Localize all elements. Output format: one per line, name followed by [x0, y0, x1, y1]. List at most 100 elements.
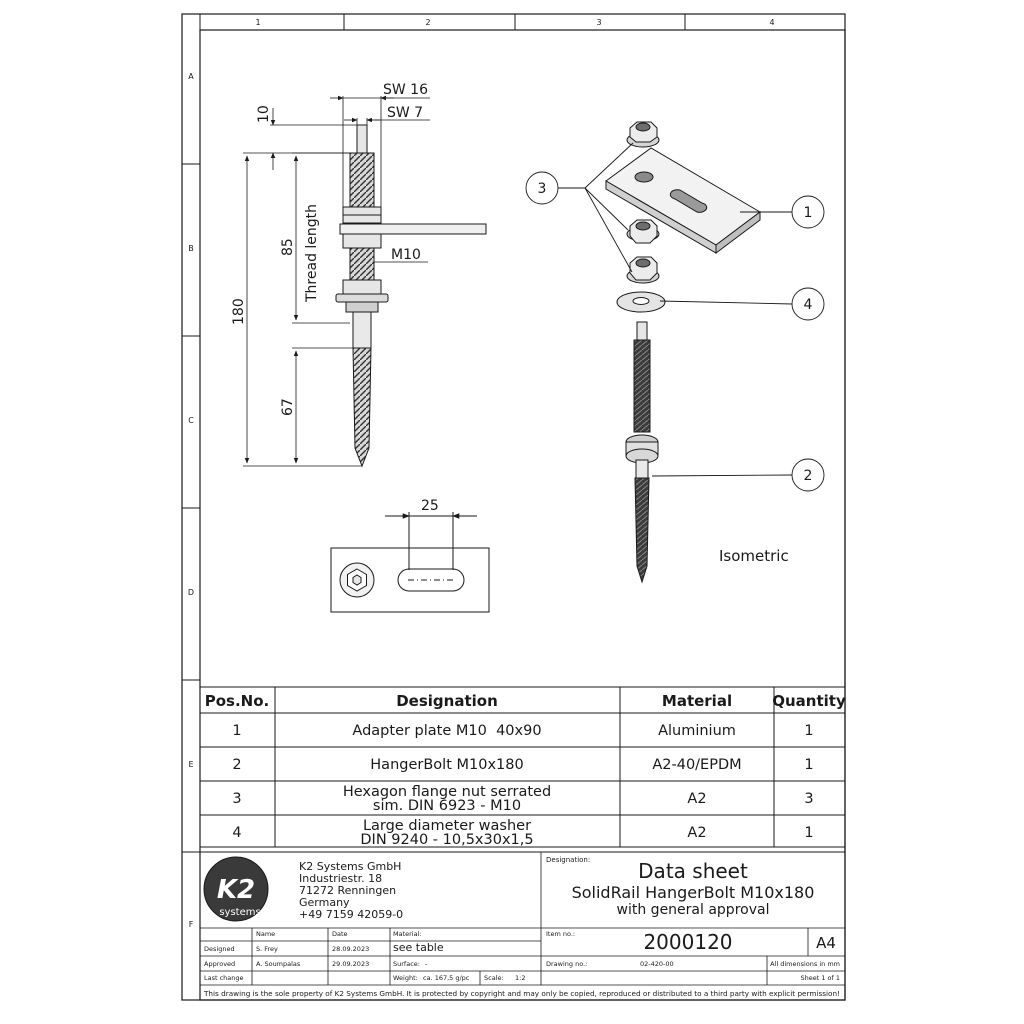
designed-name: S. Frey — [256, 945, 278, 953]
paper-format: A4 — [816, 934, 836, 952]
row-3-material: A2 — [687, 791, 706, 807]
row-1-material: Aluminium — [658, 723, 736, 739]
row-4-designation-line-1: Large diameter washer — [363, 818, 531, 834]
parts-table-body: 1 Adapter plate M10 40x90 Aluminium 1 2 … — [232, 723, 813, 848]
row-3-pos: 3 — [232, 791, 241, 807]
last-change-label: Last change — [204, 974, 244, 982]
grid-row-b: B — [188, 244, 194, 253]
flange-nut-middle — [342, 233, 382, 249]
header-designation: Designation — [396, 692, 498, 710]
row-3-qty: 3 — [804, 791, 813, 807]
callout-2: 2 — [804, 468, 813, 484]
designed-label: Designed — [204, 945, 235, 953]
adapter-plate-side — [339, 223, 487, 235]
designation-label: Designation: — [546, 856, 590, 864]
material-label: Material: — [393, 930, 422, 938]
grid-row-c: C — [188, 416, 194, 425]
callout-1: 1 — [804, 205, 813, 221]
bolt-thread-middle — [349, 247, 375, 283]
title-data-sheet: Data sheet — [638, 859, 748, 883]
logo-text: K2 — [217, 875, 255, 905]
header-material: Material — [662, 692, 732, 710]
dim-sw7: SW 7 — [387, 105, 423, 121]
row-3-designation-line-2: sim. DIN 6923 - M10 — [373, 798, 521, 814]
row-1-pos: 1 — [232, 723, 241, 739]
surface-label: Surface: — [393, 960, 420, 968]
logo-sub: systems — [219, 907, 260, 918]
dim-m10: M10 — [391, 247, 421, 263]
callout-numbers: 3 1 4 2 — [538, 181, 813, 484]
iso-adapter-plate — [605, 147, 761, 254]
iso-nut-top — [626, 121, 660, 148]
bolt-tip — [356, 124, 368, 154]
parts-table-header: Pos.No. Designation Material Quantity — [205, 692, 846, 710]
name-header: Name — [256, 930, 275, 938]
grid-col-4: 4 — [769, 18, 774, 27]
company-name: K2 Systems GmbH — [299, 860, 401, 873]
title-subtitle: SolidRail HangerBolt M10x180 — [572, 883, 815, 902]
company-phone: +49 7159 42059-0 — [299, 908, 403, 921]
row-1-qty: 1 — [804, 723, 813, 739]
dim-slot-25: 25 — [421, 498, 439, 514]
row-2-qty: 1 — [804, 757, 813, 773]
row-4-designation-line-2: DIN 9240 - 10,5x30x1,5 — [360, 832, 533, 848]
title-subtitle-2: with general approval — [617, 902, 770, 918]
dim-thread-label: Thread length — [304, 204, 320, 303]
k2-logo: K2 systems — [203, 856, 269, 922]
grid-col-2: 2 — [425, 18, 430, 27]
callout-4: 4 — [804, 297, 813, 313]
isometric-view — [605, 121, 761, 584]
surface-value: - — [425, 960, 428, 968]
scale-label: Scale: — [484, 974, 504, 982]
row-4-material: A2 — [687, 825, 706, 841]
grid-row-f: F — [189, 920, 194, 929]
dim-sw16: SW 16 — [383, 82, 428, 98]
flange-nut-lower — [342, 279, 382, 295]
washer-side — [335, 293, 389, 303]
company-address: K2 Systems GmbH Industriestr. 18 71272 R… — [299, 860, 403, 921]
drawing-no-label: Drawing no.: — [546, 960, 587, 968]
iso-hanger-bolt — [625, 321, 659, 584]
dim-screw-67: 67 — [280, 398, 296, 416]
header-quantity: Quantity — [772, 692, 846, 710]
item-number: 2000120 — [643, 930, 732, 954]
title-block-titles: Designation: Data sheet SolidRail Hanger… — [546, 856, 814, 918]
row-1-designation: Adapter plate M10 40x90 — [352, 723, 541, 739]
iso-nut-lower — [626, 256, 660, 284]
dim-top-10: 10 — [256, 105, 272, 123]
weight-label: Weight: — [393, 974, 418, 982]
parts-table — [199, 686, 846, 848]
title-block-fields: Name Date Material: see table Designed S… — [204, 930, 840, 982]
grid-row-e: E — [188, 760, 193, 769]
copyright-notice: This drawing is the sole property of K2 … — [203, 990, 840, 998]
drawing-no: 02-420-00 — [640, 960, 674, 968]
row-2-pos: 2 — [232, 757, 241, 773]
side-view-dimensions — [243, 95, 430, 467]
date-header: Date — [332, 930, 348, 938]
grid-row-d: D — [188, 588, 194, 597]
row-2-designation: HangerBolt M10x180 — [370, 757, 523, 773]
top-view-plate — [330, 512, 490, 613]
row-2-material: A2-40/EPDM — [652, 757, 741, 773]
wood-screw-thread — [352, 347, 372, 468]
row-4-pos: 4 — [232, 825, 241, 841]
grid-labels: 1 2 3 4 A B C D E F — [188, 18, 775, 929]
approved-label: Approved — [204, 960, 235, 968]
iso-nut-middle — [626, 219, 660, 244]
company-street: Industriestr. 18 — [299, 872, 382, 885]
weight-value: ca. 167,5 g/pc — [423, 974, 470, 982]
isometric-label: Isometric — [719, 547, 789, 565]
grid-col-1: 1 — [255, 18, 260, 27]
dim-thread-85: 85 — [280, 238, 296, 256]
sheet-number: Sheet 1 of 1 — [800, 974, 840, 982]
title-block — [199, 851, 846, 1001]
dim-total-180: 180 — [231, 298, 247, 325]
dimensions-note: All dimensions in mm — [770, 960, 840, 968]
item-no-label: Item no.: — [546, 930, 575, 938]
bolt-thread-upper — [349, 152, 375, 212]
company-country: Germany — [299, 896, 350, 909]
epdm-seal — [345, 301, 379, 313]
designed-date: 28.09.2023 — [332, 945, 369, 953]
grid-row-a: A — [188, 72, 194, 81]
